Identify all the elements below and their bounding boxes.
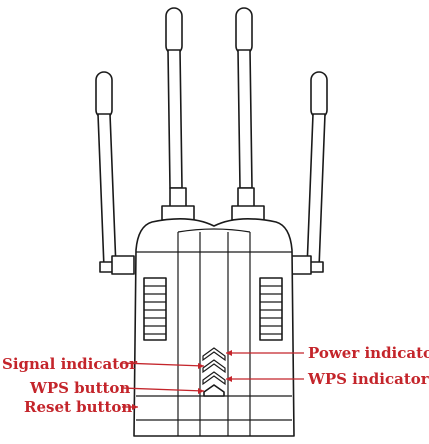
extender-body [133, 218, 295, 437]
wps-button-shape [203, 384, 225, 397]
signal-indicator-label: Signal indicator [2, 355, 138, 373]
power-indicator-chevron [202, 347, 226, 362]
wps-indicator-chevron [202, 371, 226, 386]
signal-indicator-chevron [202, 359, 226, 374]
wps-indicator-label: WPS indicator [307, 370, 429, 388]
antenna-far-right [288, 71, 328, 275]
leader-arrowheads [132, 350, 232, 410]
reset-button-label: Reset button [24, 398, 132, 416]
wps-button-label: WPS button [29, 379, 130, 397]
antenna-inner-left [161, 7, 195, 221]
vent-right [259, 277, 283, 341]
antenna-far-left [95, 71, 135, 275]
antenna-inner-right [231, 7, 265, 221]
power-indicator-label: Power indicator [308, 344, 429, 362]
vent-left [143, 277, 167, 341]
